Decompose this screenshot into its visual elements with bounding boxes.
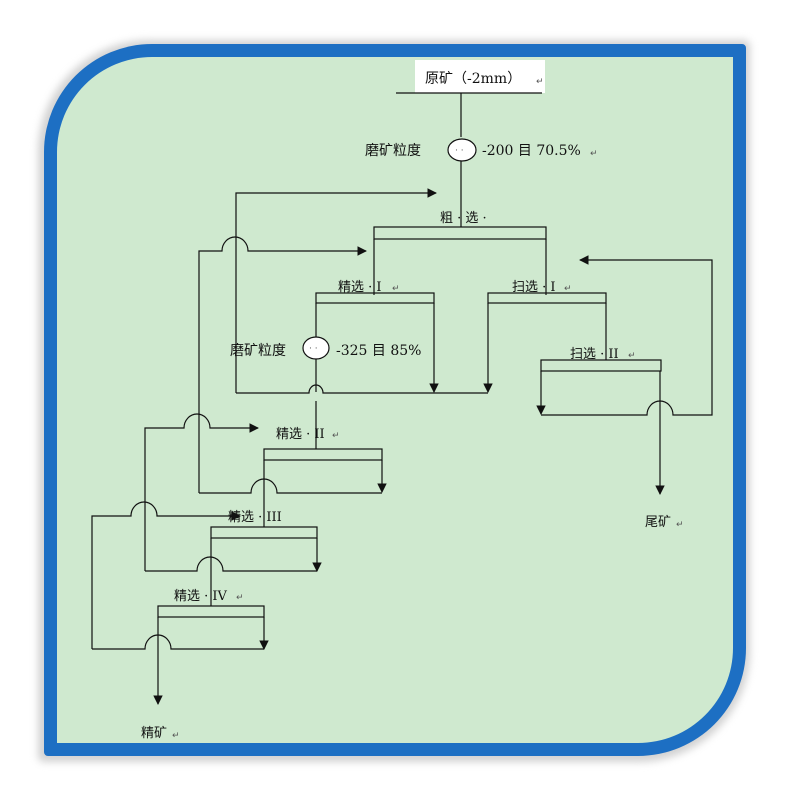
middlings-return-to-rougher (235, 188, 437, 393)
tailings-label: 尾矿 (645, 515, 671, 530)
cleaner-3-cell (210, 526, 318, 539)
tailings-mark: ↵ (676, 520, 684, 530)
grinding-2-suffix: -325 目 85% (336, 343, 421, 359)
grinding-1-mark: ↵ (590, 149, 598, 159)
cleaner-1-label: 精选 · I (338, 280, 382, 295)
cleaner-2-label: 精选 · II (276, 427, 325, 442)
grinding-1-prefix: 磨矿粒度 (365, 143, 421, 159)
scavenger-1-cell (487, 292, 607, 304)
cleaner-4-mark: ↵ (236, 593, 244, 603)
grinding-2-dots: · · (309, 344, 318, 354)
diagram-frame (44, 44, 746, 756)
cleaner-2-mark: ↵ (332, 431, 340, 441)
grinding-1-mill-icon (447, 138, 477, 162)
scavenger-1-label: 扫选 · I (512, 280, 556, 295)
concentrate-mark: ↵ (172, 731, 180, 741)
feed-box-bg (415, 60, 545, 93)
grinding-1-dots: · · (455, 146, 464, 156)
grinding-2-prefix: 磨矿粒度 (230, 343, 286, 359)
scavenger-2-mark: ↵ (628, 351, 636, 361)
scavenger-2-return-to-rougher (541, 255, 713, 416)
cleaner-4-cell (157, 605, 265, 618)
cleaner-1-cell (315, 292, 435, 304)
cleaner-1-mark: ↵ (392, 284, 400, 294)
cleaner-4-label: 精选 · IV (174, 589, 228, 604)
scavenger-2-label: 扫选 · II (570, 347, 619, 362)
cleaner-2-return-to-cleaner-1 (198, 236, 367, 493)
cleaner-3-label: 精选 · III (228, 510, 282, 525)
scavenger-2-cell (540, 359, 662, 372)
rougher-cell (373, 226, 547, 240)
rougher-label: 粗 · 选 · (440, 211, 487, 226)
cleaner-3-tail-line (145, 556, 317, 572)
cleaner-3-return-to-cleaner-2 (144, 413, 259, 571)
cleaner-2-cell (263, 448, 383, 461)
feed-label: 原矿（-2mm） (425, 71, 521, 87)
feed-mark: ↵ (536, 77, 544, 87)
grinding-1-suffix: -200 目 70.5% (482, 143, 581, 159)
cleaner-4-return-to-cleaner-3 (91, 501, 241, 649)
middlings-return-line (236, 384, 488, 394)
concentrate-label: 精矿 (141, 726, 167, 741)
scavenger-1-mark: ↵ (564, 284, 572, 294)
cleaner-2-tail-line (199, 478, 382, 494)
cleaner-4-tail-line (92, 634, 264, 650)
